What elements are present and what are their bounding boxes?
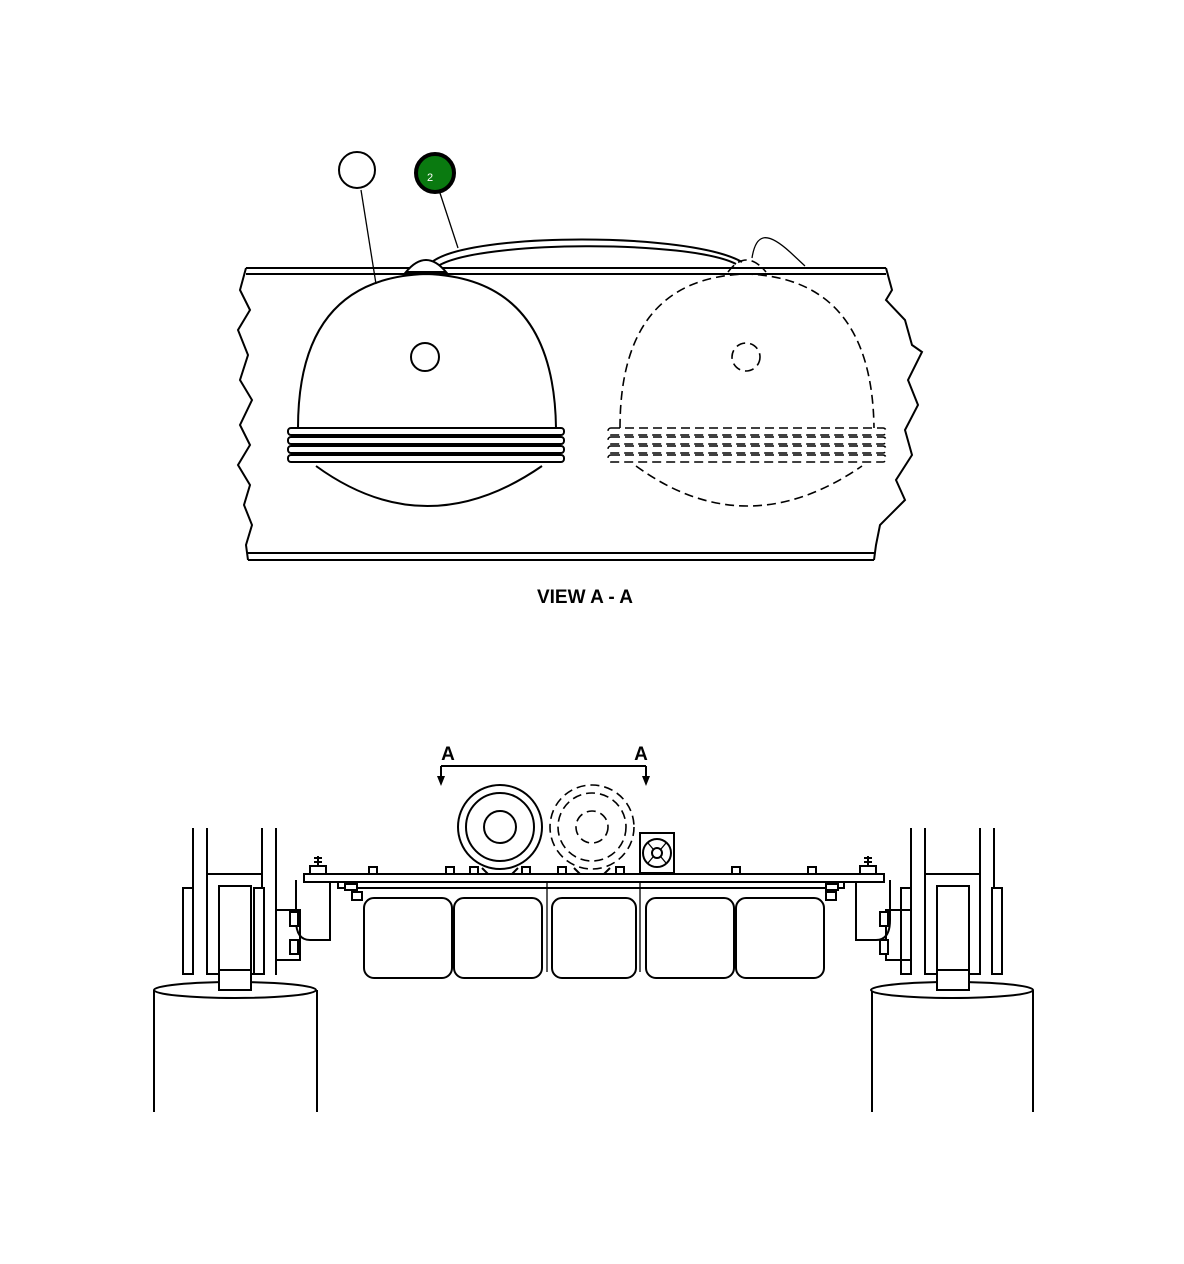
leader-line-1 — [360, 189, 377, 285]
lamp-right-phantom — [607, 259, 887, 507]
connector-box — [639, 832, 675, 874]
lamp-left — [287, 259, 565, 507]
leader-line-2 — [438, 189, 459, 249]
housing-blocks — [344, 883, 839, 979]
frame-bottom-rail — [248, 552, 874, 561]
section-mark-right: A — [634, 744, 648, 765]
lamp-right-endview-phantom — [549, 784, 635, 875]
cable — [431, 238, 743, 263]
frame-top-rail — [246, 267, 886, 275]
left-mount — [153, 828, 331, 1112]
mounting-plate — [303, 873, 885, 883]
plate-bolts — [309, 856, 877, 875]
callout-1[interactable] — [338, 151, 376, 189]
view-a-a: 2 VIEW A - A — [236, 151, 924, 608]
cable-end — [751, 237, 806, 267]
right-mount — [855, 828, 1034, 1112]
view-title: VIEW A - A — [537, 587, 633, 608]
callout-2-label: 2 — [427, 172, 433, 184]
lamp-left-endview — [457, 784, 543, 875]
callout-2-highlighted[interactable]: 2 — [414, 152, 456, 194]
frame-left-break — [236, 267, 254, 561]
section-mark-left: A — [441, 744, 455, 765]
frame-right-break — [873, 267, 924, 561]
section-cut-line: A A — [437, 744, 650, 786]
assembly-view: A A — [153, 744, 1034, 1112]
